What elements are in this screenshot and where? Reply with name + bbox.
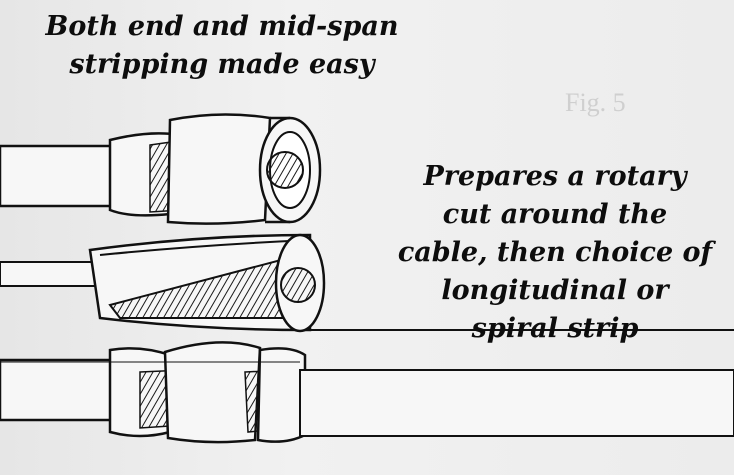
caption-line-1: Prepares a rotary (423, 161, 687, 192)
cable-end-rotary-cut (0, 113, 322, 225)
heading: Both end and mid-span stripping made eas… (22, 8, 422, 84)
heading-line-1: Both end and mid-span (45, 11, 399, 42)
caption-line-3: cable, then choice of (397, 237, 713, 268)
cable-longitudinal-strip (0, 233, 734, 333)
caption-line-5: spiral strip (471, 313, 639, 344)
cable-spiral-strip (0, 341, 734, 444)
caption-line-4: longitudinal or (441, 275, 669, 306)
caption: Prepares a rotary cut around the cable, … (395, 158, 715, 348)
caption-line-2: cut around the (442, 199, 668, 230)
background-fig-label: Fig. 5 (565, 88, 626, 117)
heading-line-2: stripping made easy (69, 49, 375, 80)
